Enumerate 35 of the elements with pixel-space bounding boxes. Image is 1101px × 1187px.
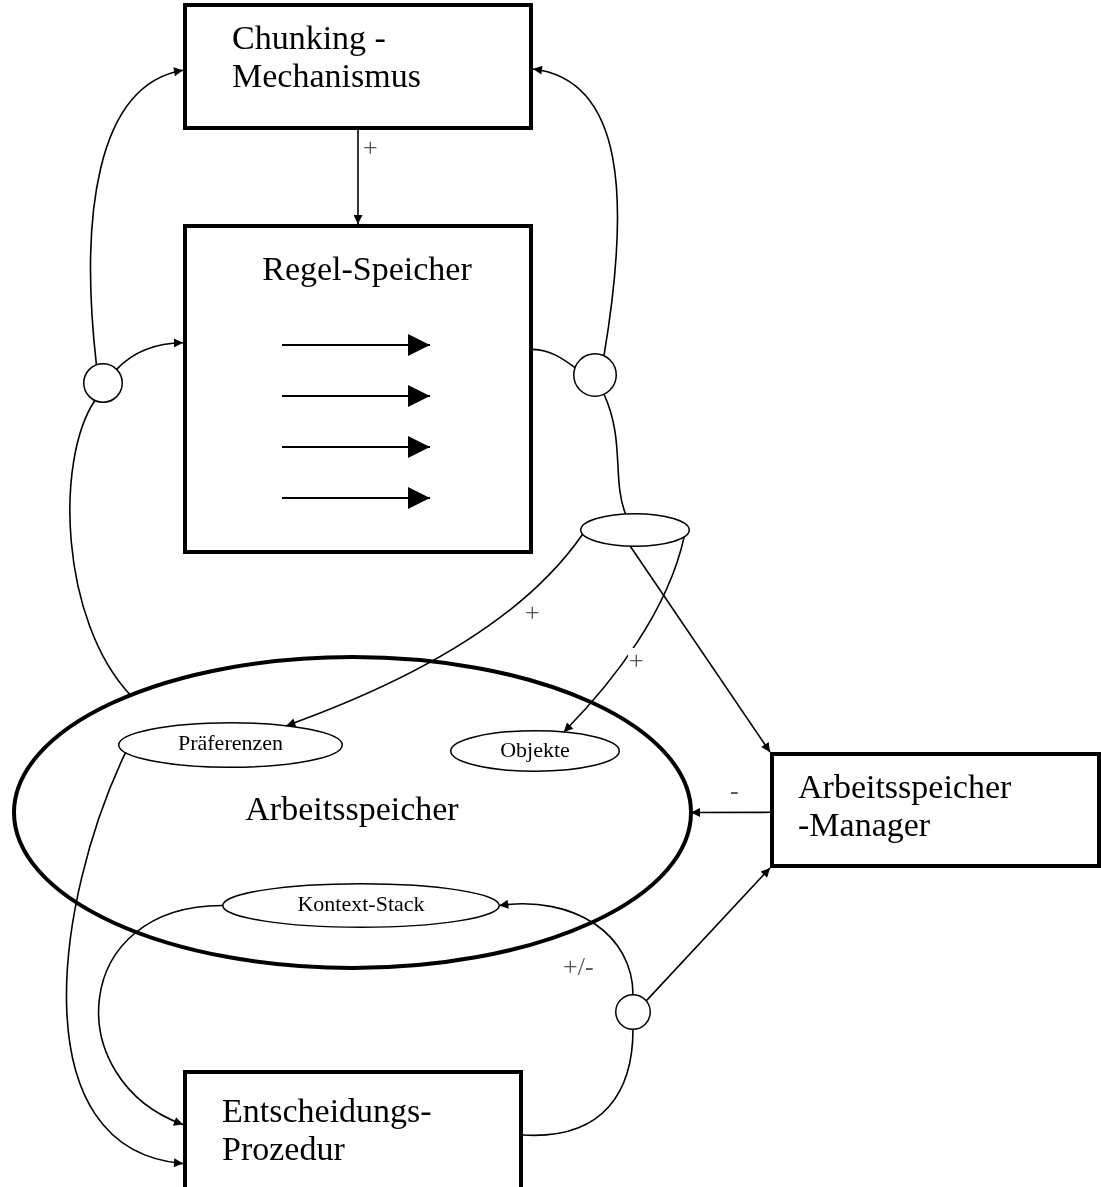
node-label: Objekte	[499, 738, 571, 763]
junction-circle	[83, 363, 123, 403]
arrow	[285, 533, 584, 727]
arrow	[115, 338, 184, 371]
process-box	[770, 752, 1101, 868]
node-label: Entscheidungs- Prozedur	[222, 1092, 433, 1169]
arrow	[645, 867, 771, 1002]
node-label: Arbeitsspeicher	[244, 790, 460, 829]
junction-circle	[573, 353, 617, 397]
arrow	[498, 900, 634, 996]
node-label: Chunking - Mechanismus	[232, 19, 422, 96]
process-box	[183, 224, 533, 554]
connector-line	[532, 348, 576, 369]
arrow	[532, 66, 619, 357]
arrow	[65, 751, 184, 1167]
process-box	[183, 3, 533, 130]
arrow	[98, 904, 224, 1126]
process-box	[183, 1070, 523, 1187]
element-ellipse	[450, 730, 620, 772]
connector-line	[603, 393, 627, 515]
connector-line	[522, 1028, 634, 1136]
element-ellipse	[222, 883, 500, 928]
arrow	[353, 129, 363, 225]
connector-line	[69, 399, 132, 696]
junction-ellipse	[580, 513, 690, 547]
arrow	[690, 808, 771, 817]
node-label: Präferenzen	[176, 731, 284, 756]
node-label: Arbeitsspeicher -Manager	[798, 768, 1013, 845]
arrow	[629, 545, 771, 753]
node-label: Regel-Speicher	[261, 250, 473, 289]
node-label: Kontext-Stack	[296, 892, 426, 917]
element-ellipse	[118, 722, 343, 768]
junction-circle	[615, 994, 651, 1030]
arrow	[563, 536, 685, 733]
arrow	[89, 68, 184, 366]
